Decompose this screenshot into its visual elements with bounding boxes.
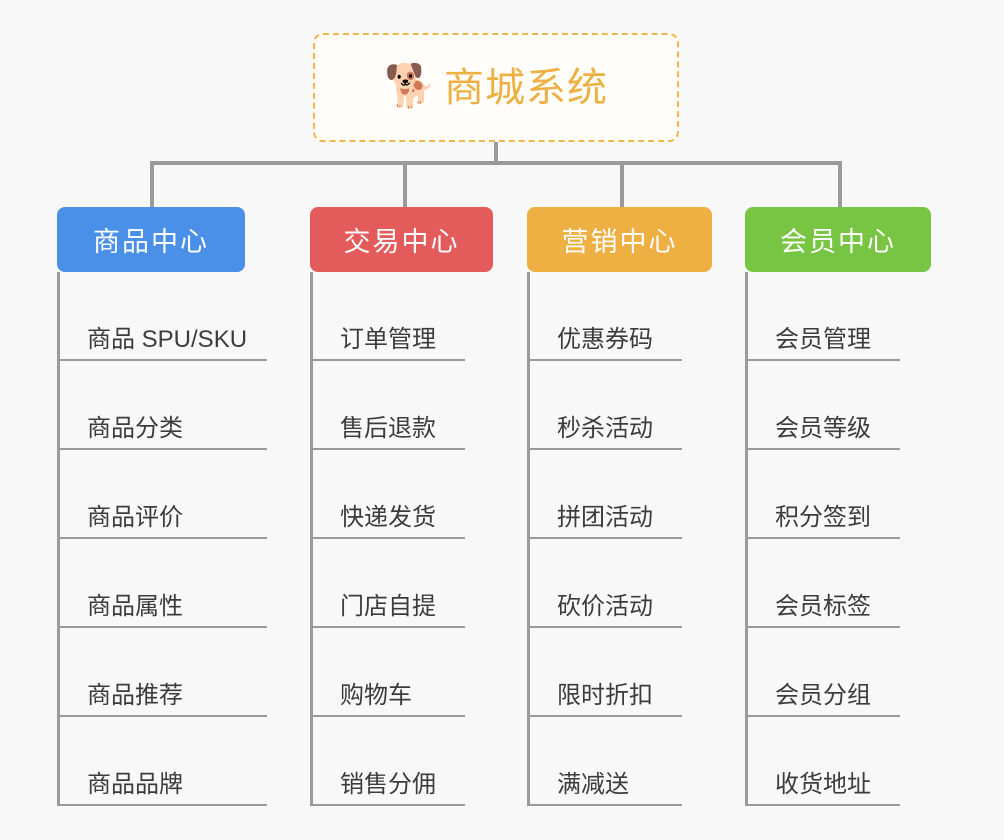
leaf-item[interactable]: 商品推荐 xyxy=(57,628,267,717)
shiba-dog-face-icon: 🐕 xyxy=(384,61,437,109)
leaf-item[interactable]: 商品属性 xyxy=(57,539,267,628)
leaf-list-trade-center: 订单管理售后退款快递发货门店自提购物车销售分佣 xyxy=(310,272,465,806)
leaf-label: 商品 SPU/SKU xyxy=(87,325,248,353)
leaf-label: 商品评价 xyxy=(87,503,183,531)
group-box-marketing-center[interactable]: 营销中心 xyxy=(527,207,712,272)
leaf-item[interactable]: 商品品牌 xyxy=(57,717,267,806)
group-label: 商品中心 xyxy=(93,227,209,257)
connector-drop-trade-center xyxy=(403,161,407,207)
spine-trade-center xyxy=(310,272,313,806)
leaf-label: 收货地址 xyxy=(775,770,871,798)
leaf-item[interactable]: 商品评价 xyxy=(57,450,267,539)
spine-marketing-center xyxy=(527,272,530,806)
leaf-item[interactable]: 限时折扣 xyxy=(527,628,682,717)
leaf-item[interactable]: 订单管理 xyxy=(310,272,465,361)
connector-drop-member-center xyxy=(838,161,842,207)
leaf-label: 限时折扣 xyxy=(557,681,653,709)
spine-product-center xyxy=(57,272,60,806)
connector-drop-product-center xyxy=(150,161,154,207)
leaf-item[interactable]: 售后退款 xyxy=(310,361,465,450)
leaf-label: 购物车 xyxy=(340,681,412,709)
leaf-list-product-center: 商品 SPU/SKU 商品分类商品评价商品属性商品推荐商品品牌 xyxy=(57,272,267,806)
leaf-label: 会员管理 xyxy=(775,325,871,353)
column-member-center: 会员中心会员管理会员等级积分签到会员标签会员分组收货地址 xyxy=(745,207,931,806)
leaf-item[interactable]: 满减送 xyxy=(527,717,682,806)
leaf-list-marketing-center: 优惠券码秒杀活动拼团活动砍价活动限时折扣满减送 xyxy=(527,272,682,806)
connector-drop-marketing-center xyxy=(620,161,624,207)
leaf-label: 秒杀活动 xyxy=(557,414,653,442)
leaf-item[interactable]: 商品分类 xyxy=(57,361,267,450)
leaf-label: 积分签到 xyxy=(775,503,871,531)
leaf-item[interactable]: 门店自提 xyxy=(310,539,465,628)
leaf-label: 订单管理 xyxy=(340,325,436,353)
group-label: 营销中心 xyxy=(561,227,678,257)
leaf-item[interactable]: 会员分组 xyxy=(745,628,900,717)
leaf-item[interactable]: 会员管理 xyxy=(745,272,900,361)
leaf-label: 优惠券码 xyxy=(557,325,653,353)
spine-member-center xyxy=(745,272,748,806)
leaf-item[interactable]: 秒杀活动 xyxy=(527,361,682,450)
root-connector-stem xyxy=(494,142,498,165)
column-trade-center: 交易中心订单管理售后退款快递发货门店自提购物车销售分佣 xyxy=(310,207,493,806)
leaf-label: 会员分组 xyxy=(775,681,871,709)
leaf-item[interactable]: 会员等级 xyxy=(745,361,900,450)
leaf-label: 会员等级 xyxy=(775,414,871,442)
leaf-label: 商品推荐 xyxy=(87,681,183,709)
leaf-list-member-center: 会员管理会员等级积分签到会员标签会员分组收货地址 xyxy=(745,272,900,806)
connector-bus xyxy=(150,161,840,165)
leaf-item[interactable]: 砍价活动 xyxy=(527,539,682,628)
group-box-member-center[interactable]: 会员中心 xyxy=(745,207,931,272)
leaf-item[interactable]: 快递发货 xyxy=(310,450,465,539)
leaf-label: 会员标签 xyxy=(775,592,871,620)
group-box-trade-center[interactable]: 交易中心 xyxy=(310,207,493,272)
leaf-label: 售后退款 xyxy=(340,414,436,442)
leaf-label: 商品品牌 xyxy=(87,770,183,798)
leaf-label: 快递发货 xyxy=(340,503,436,531)
leaf-label: 商品分类 xyxy=(87,414,183,442)
column-marketing-center: 营销中心优惠券码秒杀活动拼团活动砍价活动限时折扣满减送 xyxy=(527,207,712,806)
root-node[interactable]: 🐕 商城系统 xyxy=(313,33,679,142)
group-box-product-center[interactable]: 商品中心 xyxy=(57,207,245,272)
leaf-label: 门店自提 xyxy=(340,592,436,620)
leaf-label: 满减送 xyxy=(557,770,629,798)
leaf-item[interactable]: 销售分佣 xyxy=(310,717,465,806)
root-node-title: 商城系统 xyxy=(444,65,608,110)
leaf-item[interactable]: 购物车 xyxy=(310,628,465,717)
leaf-item[interactable]: 收货地址 xyxy=(745,717,900,806)
leaf-item[interactable]: 拼团活动 xyxy=(527,450,682,539)
group-label: 交易中心 xyxy=(343,227,460,257)
column-product-center: 商品中心商品 SPU/SKU 商品分类商品评价商品属性商品推荐商品品牌 xyxy=(57,207,267,806)
leaf-label: 拼团活动 xyxy=(557,503,653,531)
leaf-label: 销售分佣 xyxy=(340,770,436,798)
leaf-item[interactable]: 会员标签 xyxy=(745,539,900,628)
leaf-item[interactable]: 优惠券码 xyxy=(527,272,682,361)
leaf-item[interactable]: 积分签到 xyxy=(745,450,900,539)
leaf-item[interactable]: 商品 SPU/SKU xyxy=(57,272,267,361)
group-label: 会员中心 xyxy=(780,227,896,257)
leaf-label: 砍价活动 xyxy=(557,592,653,620)
leaf-label: 商品属性 xyxy=(87,592,183,620)
